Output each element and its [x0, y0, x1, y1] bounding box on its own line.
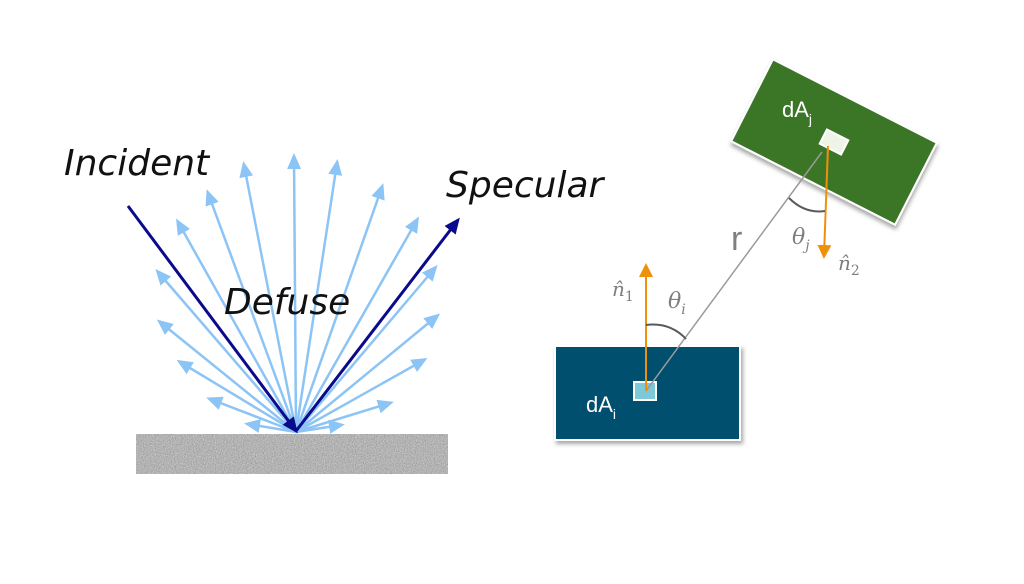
- diffuse-ray: [155, 268, 297, 433]
- diffuse-ray: [294, 183, 385, 433]
- normal-1-label: n̂1: [612, 277, 634, 305]
- patch-j-label: dAj: [782, 97, 812, 127]
- specular-ray: [294, 217, 460, 432]
- diffuse-ray: [295, 358, 428, 434]
- theta-j-label: θj: [792, 225, 810, 254]
- normal-2-arrow: [817, 145, 832, 259]
- patch-j: [818, 128, 850, 156]
- normal-2-label: n̂2: [838, 251, 860, 279]
- diffuse-ray: [176, 218, 298, 433]
- diffuse-ray: [295, 313, 441, 433]
- diffuse-ray: [295, 399, 394, 434]
- diffuse-ray: [156, 319, 297, 433]
- incident-label: Incident: [64, 143, 211, 184]
- theta-i-label: θi: [668, 289, 686, 318]
- patch-i-label: dAi: [586, 392, 616, 422]
- view-factor-diagram: dAi dAj r n̂1 θi θj n̂2: [554, 57, 939, 441]
- diffuse-ray: [206, 396, 297, 434]
- diffuse-ray: [205, 189, 298, 433]
- distance-label: r: [731, 220, 742, 258]
- distance-line: [645, 151, 823, 392]
- theta-i-arc: [645, 323, 687, 340]
- incident-ray: [126, 205, 298, 434]
- reflection-diagram: Incident Specular Defuse: [64, 143, 606, 474]
- diffuse-ray: [295, 264, 438, 433]
- rough-surface: [136, 434, 448, 474]
- diffuse-ray: [294, 216, 419, 433]
- diffuse-ray: [287, 153, 302, 433]
- diffuse-ray: [295, 419, 345, 434]
- surface-j: [729, 57, 939, 227]
- diffuse-ray: [176, 359, 297, 434]
- specular-label: Specular: [446, 165, 606, 206]
- diffuse-rays: [155, 153, 441, 434]
- theta-j-arc: [788, 197, 826, 213]
- diffuse-ray: [239, 161, 298, 433]
- diffuse-ray: [294, 159, 343, 433]
- diffuse-label: Defuse: [224, 282, 350, 323]
- surface-i: dAi: [554, 345, 741, 441]
